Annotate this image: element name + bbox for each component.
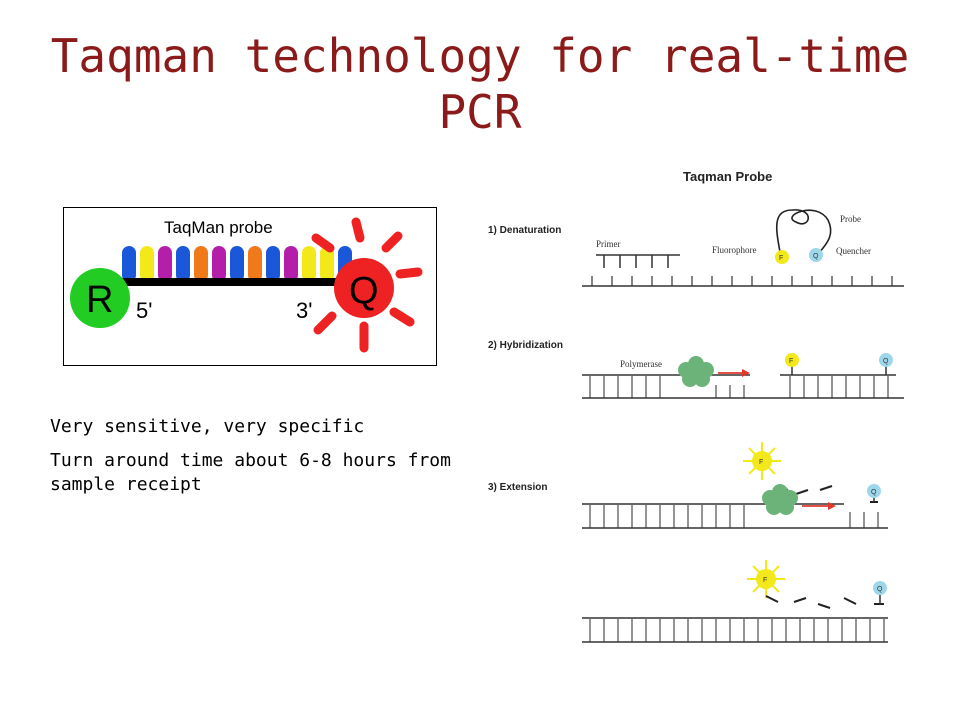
q-letter: Q xyxy=(877,586,883,593)
fluorophore-dot xyxy=(775,250,789,264)
quencher-dot xyxy=(809,248,823,262)
bullet-item: Very sensitive, very specific xyxy=(50,416,365,437)
probe-fragments xyxy=(765,595,884,609)
primer-label: Primer xyxy=(596,239,621,249)
folded-probe xyxy=(775,209,832,253)
duplex-rungs-4 xyxy=(589,618,885,642)
base xyxy=(194,246,208,282)
quencher-dot xyxy=(867,484,881,498)
step-label: 2) Hybridization xyxy=(488,340,563,351)
taqman-mechanism-scheme: Taqman Probe 1) Denaturation Primer Prob… xyxy=(480,160,920,664)
fluorophore-text: Fluorophore xyxy=(712,245,757,255)
f-letter: F xyxy=(789,358,793,365)
quencher-dye xyxy=(334,258,394,318)
direction-arrow xyxy=(802,502,836,510)
base xyxy=(176,246,190,282)
reporter-dye xyxy=(70,268,130,328)
polymerase-label: Polymerase xyxy=(620,359,662,369)
base xyxy=(248,246,262,282)
template-ticks-1 xyxy=(591,276,893,286)
step-label: 3) Extension xyxy=(488,482,547,493)
polymerase-blob xyxy=(678,356,714,387)
base xyxy=(266,246,280,282)
duplex-rungs-3 xyxy=(589,504,879,528)
taqman-probe-illustration: TaqMan probe R xyxy=(63,207,437,366)
f-letter: F xyxy=(759,459,763,466)
taqman-probe-diagram: TaqMan probe R xyxy=(70,217,423,353)
f-letter: F xyxy=(763,577,767,584)
base xyxy=(212,246,226,282)
quencher-dot xyxy=(873,581,887,595)
q-letter: Q xyxy=(813,253,819,260)
five-prime-label: 5' xyxy=(136,298,152,323)
quencher-dot xyxy=(879,353,893,367)
base xyxy=(284,246,298,282)
probe-bases xyxy=(122,246,352,282)
primer-strand xyxy=(596,254,680,268)
base xyxy=(230,246,244,282)
mechanism-diagram: Taqman Probe 1) Denaturation Primer Prob… xyxy=(488,169,904,643)
duplex-rungs-2 xyxy=(589,375,889,398)
probe-text: Probe xyxy=(840,214,861,224)
three-prime-label: 3' xyxy=(296,298,312,323)
slide-title: Taqman technology for real-time PCR xyxy=(50,29,910,139)
step-label: 1) Denaturation xyxy=(488,225,561,236)
quencher-rays xyxy=(311,217,423,353)
quencher-letter: Q xyxy=(349,270,379,312)
q-letter: Q xyxy=(871,489,877,496)
fluorophore-dot xyxy=(785,353,799,367)
base xyxy=(320,246,334,282)
released-fluorophore xyxy=(756,569,776,589)
quencher-text: Quencher xyxy=(836,246,871,256)
bullet-item: Turn around time about 6-8 hours from sa… xyxy=(50,450,451,495)
f-letter: F xyxy=(779,255,783,262)
probe-backbone xyxy=(104,278,364,286)
base xyxy=(302,246,316,282)
base xyxy=(122,246,136,282)
q-letter: Q xyxy=(883,358,889,365)
base xyxy=(158,246,172,282)
released-fluorophore xyxy=(752,451,772,471)
reporter-letter: R xyxy=(86,279,113,321)
probe-label: TaqMan probe xyxy=(164,218,273,237)
bullet-list: Very sensitive, very specific Turn aroun… xyxy=(50,415,470,507)
direction-arrow xyxy=(718,369,750,377)
base xyxy=(140,246,154,282)
polymerase-blob xyxy=(762,484,798,515)
scheme-header: Taqman Probe xyxy=(683,169,772,184)
